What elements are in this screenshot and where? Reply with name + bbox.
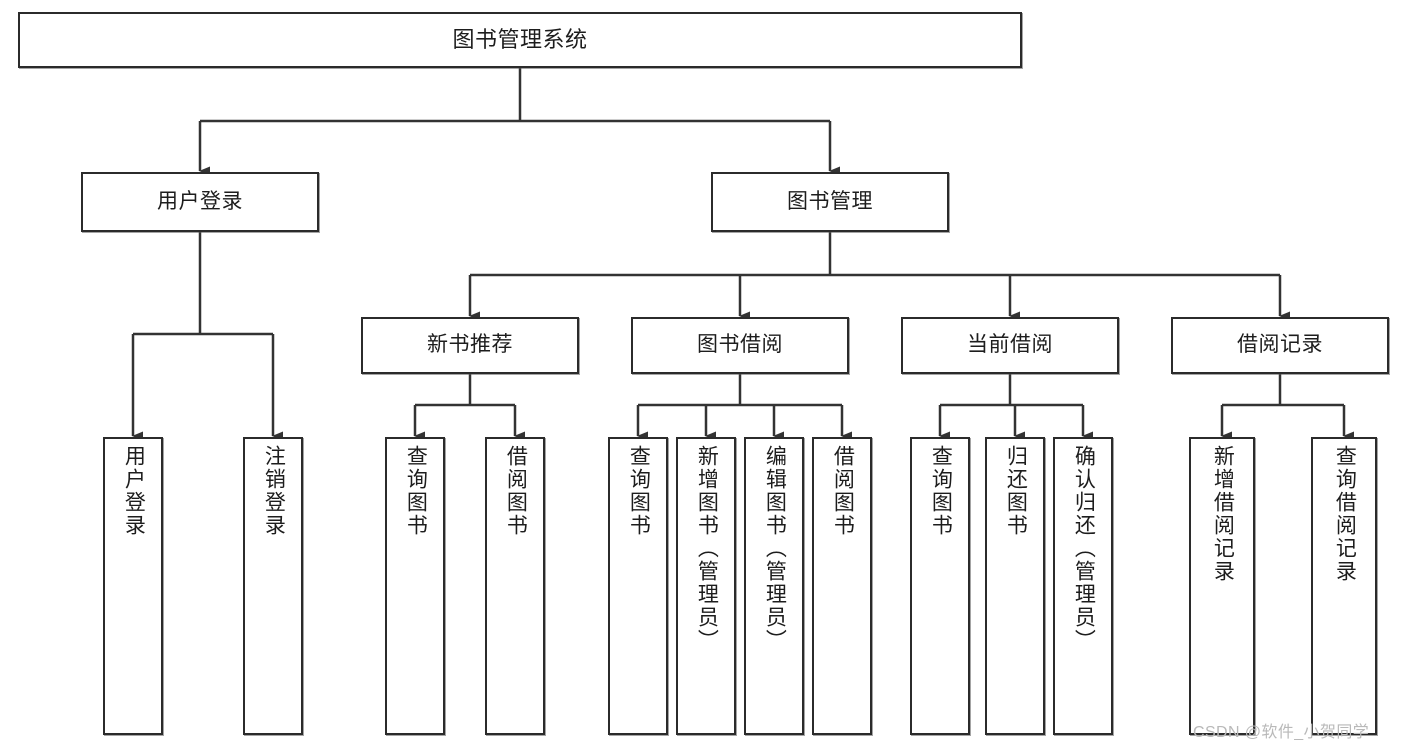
node-label: 借阅图书 (831, 445, 855, 537)
node-leaf-query-book-2[interactable]: 查询图书 (608, 437, 668, 735)
node-label: 借阅记录 (1237, 333, 1323, 357)
node-leaf-return-book[interactable]: 归还图书 (985, 437, 1045, 735)
node-leaf-confirm-return[interactable]: 确认归还（管理员） (1053, 437, 1113, 735)
node-leaf-edit-book[interactable]: 编辑图书（管理员） (744, 437, 804, 735)
node-label: 借阅图书 (504, 445, 528, 537)
node-label: 查询图书 (929, 445, 953, 537)
node-root[interactable]: 图书管理系统 (18, 12, 1022, 68)
node-label: 新增借阅记录 (1211, 445, 1235, 583)
node-leaf-add-record[interactable]: 新增借阅记录 (1189, 437, 1255, 735)
node-label: 查询图书 (404, 445, 428, 537)
node-user-login[interactable]: 用户登录 (81, 172, 319, 232)
node-borrow-record[interactable]: 借阅记录 (1171, 317, 1389, 374)
node-label: 当前借阅 (967, 333, 1053, 357)
node-book-borrow[interactable]: 图书借阅 (631, 317, 849, 374)
node-label: 新书推荐 (427, 333, 513, 357)
watermark-text: CSDN @软件_小贺同学 (1193, 724, 1370, 741)
node-label: 确认归还（管理员） (1072, 445, 1096, 652)
node-label: 图书管理 (787, 189, 873, 213)
node-leaf-borrow-book-2[interactable]: 借阅图书 (812, 437, 872, 735)
node-label: 用户登录 (122, 445, 146, 537)
node-current-borrow[interactable]: 当前借阅 (901, 317, 1119, 374)
node-leaf-user-logout[interactable]: 注销登录 (243, 437, 303, 735)
node-leaf-user-login[interactable]: 用户登录 (103, 437, 163, 735)
node-label: 用户登录 (157, 189, 243, 213)
node-new-book-rec[interactable]: 新书推荐 (361, 317, 579, 374)
node-label: 图书借阅 (697, 333, 783, 357)
node-leaf-query-record[interactable]: 查询借阅记录 (1311, 437, 1377, 735)
node-label: 注销登录 (262, 445, 286, 537)
node-label: 图书管理系统 (452, 27, 588, 53)
node-label: 编辑图书（管理员） (763, 445, 787, 652)
node-leaf-query-book-3[interactable]: 查询图书 (910, 437, 970, 735)
node-leaf-query-book-1[interactable]: 查询图书 (385, 437, 445, 735)
node-leaf-add-book[interactable]: 新增图书（管理员） (676, 437, 736, 735)
node-label: 查询图书 (627, 445, 651, 537)
node-label: 查询借阅记录 (1333, 445, 1357, 583)
node-book-manage[interactable]: 图书管理 (711, 172, 949, 232)
connector-paths (131, 68, 1354, 441)
node-label: 归还图书 (1004, 445, 1028, 537)
node-leaf-borrow-book-1[interactable]: 借阅图书 (485, 437, 545, 735)
node-label: 新增图书（管理员） (695, 445, 719, 652)
